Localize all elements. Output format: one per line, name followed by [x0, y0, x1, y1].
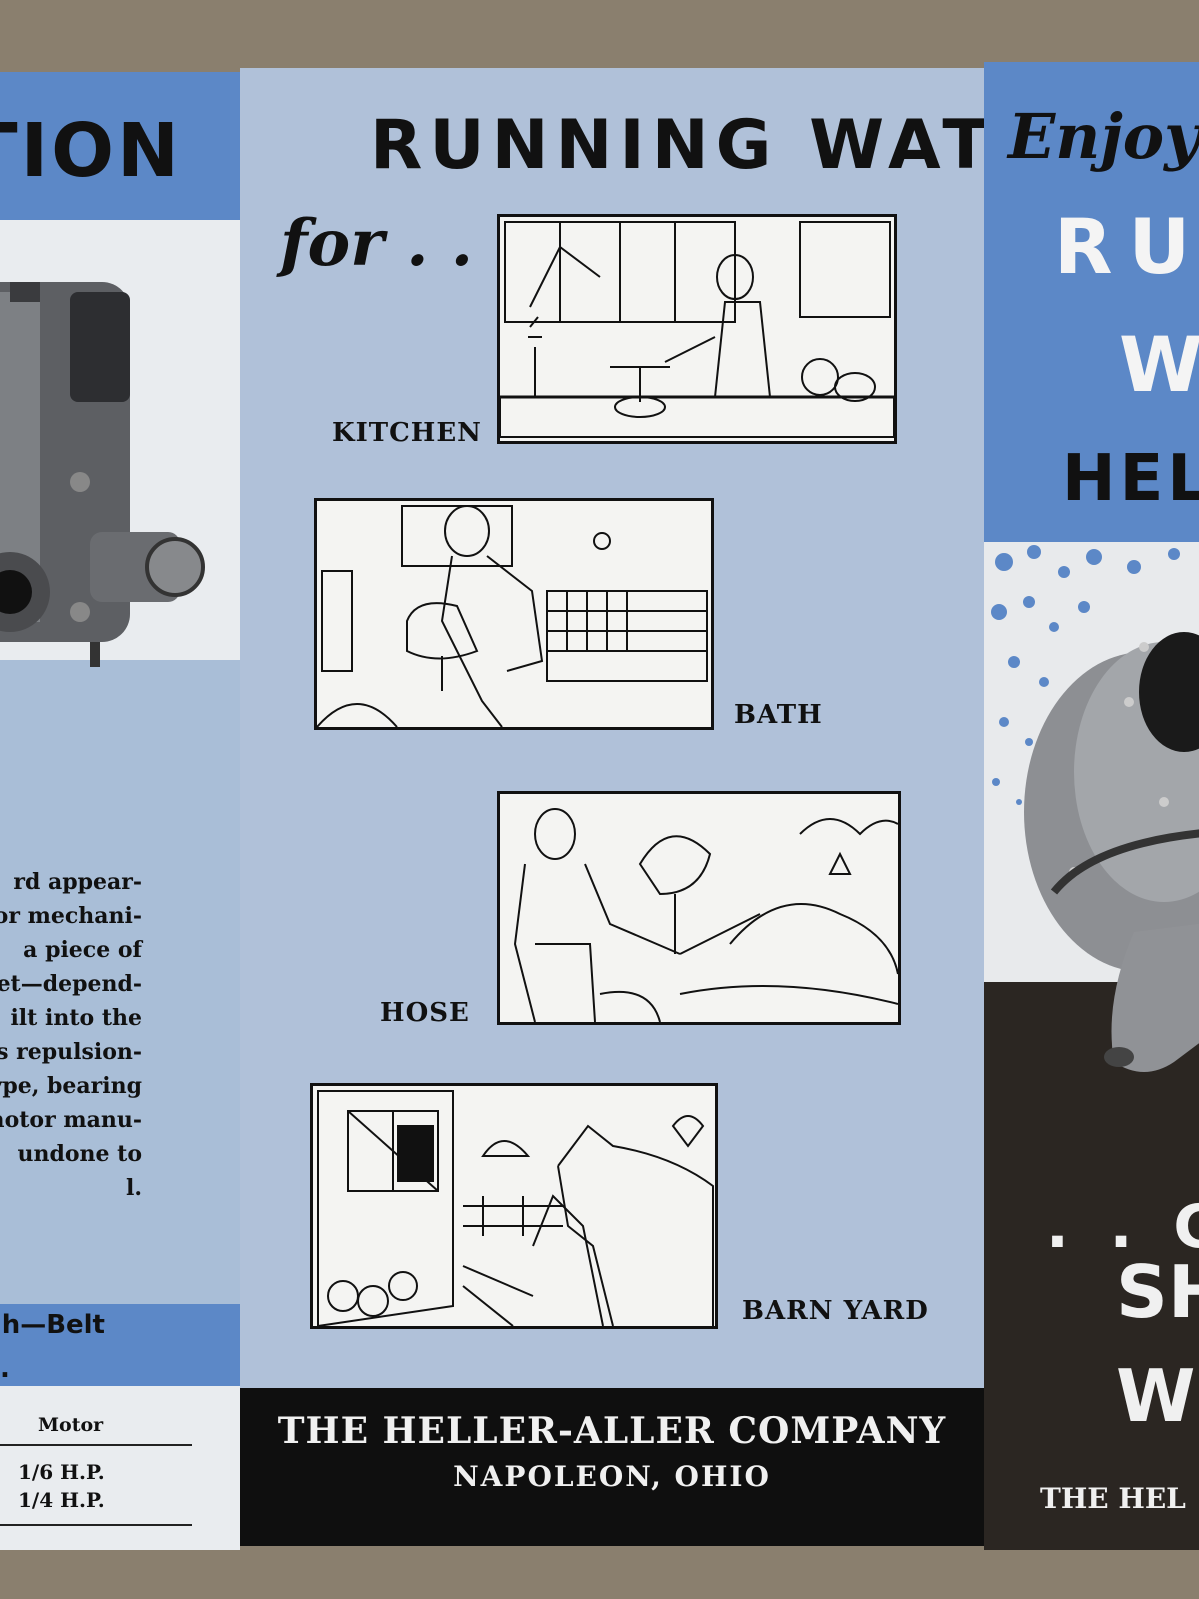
splash-pattern: [984, 482, 1199, 805]
body-line: ilt into the: [10, 1005, 142, 1031]
pump-motor-illustration: [0, 282, 205, 667]
enjoy-script: Enjoy: [1008, 100, 1199, 173]
table-rule: [0, 1444, 192, 1446]
body-line: a piece of: [23, 937, 142, 963]
kitchen-label: KITCHEN: [332, 418, 482, 448]
left-header-band: CTION: [0, 72, 240, 220]
left-brochure-panel: CTION rd appear- ior mechani- a piece of…: [0, 72, 240, 1550]
hose-label: HOSE: [380, 998, 470, 1028]
body-line: rd appear-: [13, 869, 142, 895]
band-text-line1: h—Belt: [1, 1310, 105, 1340]
company-name: THE HELLER-ALLER COMPANY: [277, 1410, 947, 1452]
right-dots-text: . . C: [1046, 1192, 1199, 1262]
for-script-text: for . .: [280, 206, 474, 281]
body-line: undone to: [17, 1141, 142, 1167]
right-company-text: THE HEL: [1040, 1482, 1186, 1515]
table-cell: 1/4 H.P.: [18, 1488, 105, 1512]
table-cell: 1/6 H.P.: [18, 1460, 105, 1484]
hose-illustration: [497, 791, 901, 1025]
right-blue-area: [984, 62, 1199, 532]
company-city: NAPOLEON, OHIO: [453, 1460, 771, 1493]
company-footer: THE HELLER-ALLER COMPANY NAPOLEON, OHIO: [240, 1388, 984, 1546]
barn-yard-illustration: [310, 1083, 718, 1329]
left-heading: CTION: [0, 108, 182, 194]
body-line: l.: [125, 1175, 142, 1201]
left-body-text: rd appear- ior mechani- a piece of et—de…: [0, 865, 142, 1205]
body-line: ype, bearing: [0, 1073, 142, 1099]
right-sh-text: SH: [1116, 1250, 1199, 1334]
right-heading-w: W: [1119, 320, 1199, 409]
right-heading-hel: HEL: [1062, 442, 1199, 516]
right-heading-ru: RU: [1054, 202, 1199, 291]
barn-yard-label: BARN YARD: [742, 1296, 929, 1326]
bath-label: BATH: [734, 700, 823, 730]
center-brochure-panel: RUNNING WATER for . . KITCH: [240, 68, 984, 1546]
right-brochure-panel: Enjoy RU W HEL . . C SH W THE HEL: [984, 62, 1199, 1550]
table-surface: [0, 1550, 1199, 1599]
band-text-line2: .: [0, 1354, 10, 1384]
table-header-motor: Motor: [38, 1414, 104, 1436]
spec-table-area: [0, 1386, 240, 1550]
running-water-title: RUNNING WATER: [370, 106, 984, 185]
kitchen-illustration: [497, 214, 897, 444]
right-dark-area: [984, 982, 1199, 1550]
body-line: motor manu-: [0, 1107, 142, 1133]
left-mid-band: h—Belt .: [0, 1304, 240, 1386]
body-line: ior mechani-: [0, 903, 142, 929]
body-line: is repulsion-: [0, 1039, 142, 1065]
table-rule: [0, 1524, 192, 1526]
bath-illustration: [314, 498, 714, 730]
right-w-text: W: [1116, 1354, 1196, 1438]
pump-head-illustration: [1024, 632, 1199, 1072]
body-line: et—depend-: [0, 971, 142, 997]
